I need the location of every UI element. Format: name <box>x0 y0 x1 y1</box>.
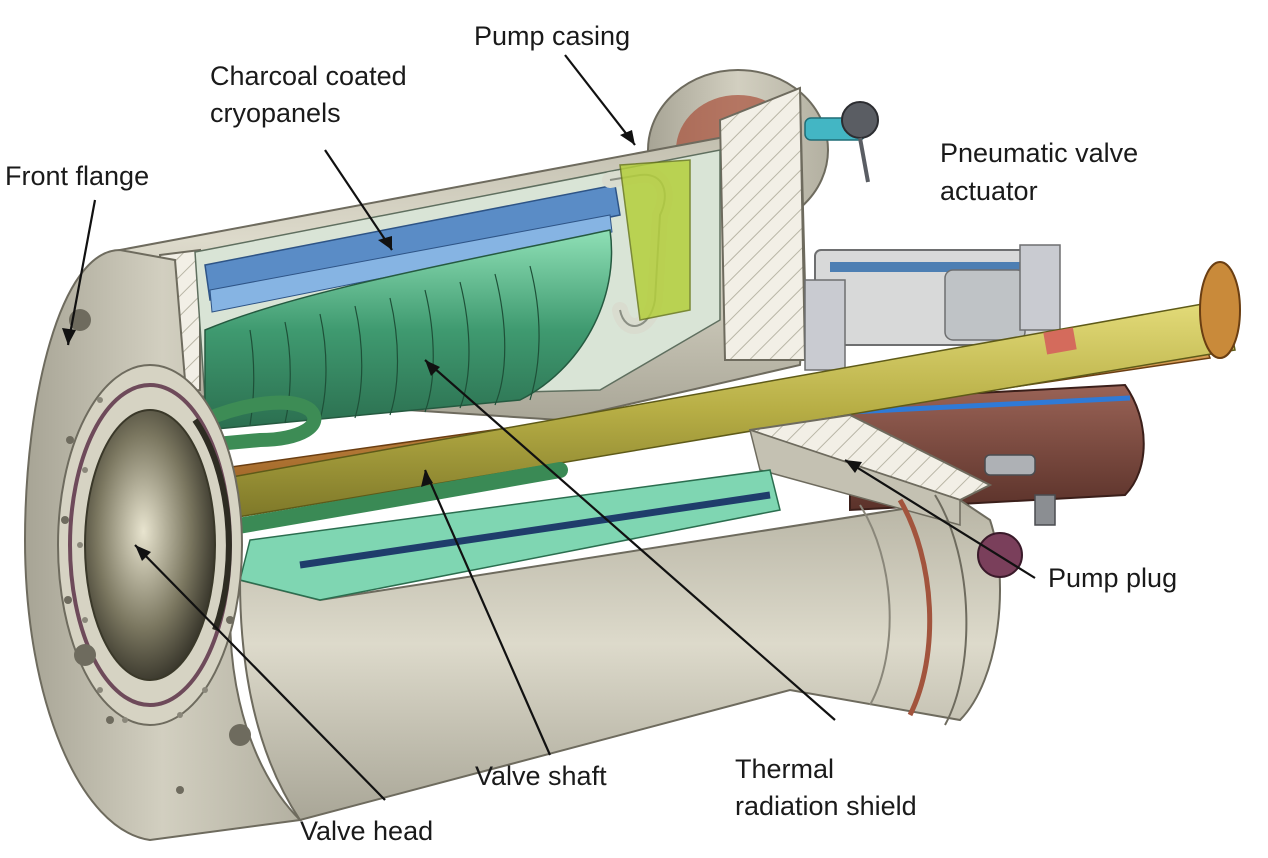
pump-plug-fittings <box>977 454 1056 578</box>
pneumatic-actuator <box>804 244 1061 371</box>
valve-head <box>84 409 232 681</box>
leader-pump-casing <box>564 54 636 146</box>
top-pipe-fitting <box>804 101 879 183</box>
labels: Pump casing Charcoal coated cryopanels F… <box>5 21 1177 846</box>
label-pump-casing: Pump casing <box>474 21 630 51</box>
label-pneumatic-line2: actuator <box>940 176 1038 206</box>
label-pneumatic-line1: Pneumatic valve <box>940 138 1138 168</box>
arrowhead-valve-head <box>135 545 151 561</box>
leader-valve-head <box>134 544 386 801</box>
leader-valve-shaft <box>423 469 552 756</box>
label-thermal-line2: radiation shield <box>735 791 917 821</box>
label-thermal-line1: Thermal <box>735 754 834 784</box>
label-front-flange: Front flange <box>5 161 149 191</box>
leader-charcoal-cryopanels <box>324 149 393 251</box>
label-charcoal-line1: Charcoal coated <box>210 61 407 91</box>
arrowhead-valve-shaft <box>421 470 433 487</box>
leader-thermal-shield <box>424 359 836 721</box>
lower-cryopanels <box>207 462 781 601</box>
arrowhead-thermal <box>425 360 440 376</box>
label-pump-plug: Pump plug <box>1048 563 1177 593</box>
label-valve-shaft: Valve shaft <box>475 761 607 791</box>
arrowhead-charcoal <box>378 236 392 250</box>
leader-pump-plug <box>844 459 1036 579</box>
arrowhead-pump-plug <box>845 460 862 473</box>
leader-lines <box>62 54 1036 801</box>
leader-front-flange <box>66 199 97 346</box>
label-charcoal-line2: cryopanels <box>210 98 341 128</box>
arrowhead-pump-casing <box>620 130 635 145</box>
cryopanel-cavity <box>194 149 721 452</box>
label-valve-head: Valve head <box>300 816 433 846</box>
arrowhead-front-flange <box>62 328 76 345</box>
